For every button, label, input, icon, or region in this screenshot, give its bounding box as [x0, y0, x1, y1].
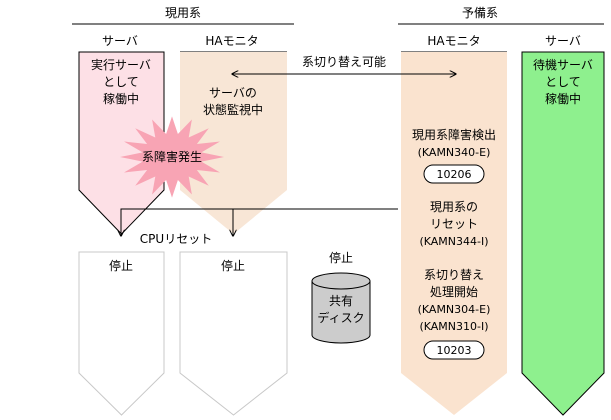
- shared-disk-icon: [311, 272, 371, 344]
- reset-line3: (KAMN344-I): [419, 235, 488, 248]
- active-ha-column: [180, 52, 287, 234]
- stopped-ha-label: 停止: [221, 258, 245, 273]
- switch-line2: 処理開始: [430, 285, 478, 299]
- failure-burst-icon: [120, 116, 224, 198]
- detect-code: 10206: [437, 168, 472, 181]
- active-server-status-line2: として: [103, 75, 139, 89]
- disk-status: 停止: [329, 250, 353, 265]
- switch-code-badge: [423, 340, 485, 360]
- standby-server-status-line2: として: [545, 75, 581, 89]
- switch-line3: (KAMN304-E): [418, 303, 491, 316]
- disk-label-line1: 共有: [329, 294, 353, 308]
- switch-code: 10203: [437, 344, 472, 357]
- failure-label: 系障害発生: [142, 149, 202, 164]
- disk-label-line2: ディスク: [317, 310, 364, 325]
- header-active-server: サーバ: [102, 34, 138, 48]
- switch-line4: (KAMN310-I): [419, 320, 488, 333]
- reset-line1: 現用系の: [430, 200, 478, 214]
- reset-line2: リセット: [430, 217, 478, 231]
- standby-server-status-line3: 稼働中: [545, 91, 581, 106]
- header-active-ha: HAモニタ: [205, 34, 258, 48]
- cpu-reset-label: CPUリセット: [140, 232, 212, 246]
- switchable-label: 系切り替え可能: [302, 55, 386, 69]
- detect-line2: (KAMN340-E): [418, 146, 491, 159]
- reset-arrow-server: [121, 208, 398, 236]
- active-server-status-line3: 稼働中: [103, 91, 139, 106]
- active-ha-status-line1: サーバの: [209, 86, 257, 100]
- active-server-status-line1: 実行サーバ: [91, 57, 151, 72]
- stopped-server-column: [78, 251, 165, 416]
- stopped-ha-column: [179, 251, 288, 416]
- header-standby-ha: HAモニタ: [427, 34, 480, 48]
- active-server-column: [78, 51, 165, 235]
- switch-line1: 系切り替え: [424, 268, 484, 282]
- group-standby-label: 予備系: [462, 5, 498, 20]
- active-ha-status-line2: 状態監視中: [203, 102, 263, 117]
- detect-code-badge: [423, 164, 485, 184]
- standby-ha-column: [401, 52, 507, 415]
- detect-line1: 現用系障害検出: [412, 127, 496, 142]
- stopped-server-label: 停止: [109, 258, 133, 273]
- standby-server-column: [521, 51, 605, 416]
- group-active-label: 現用系: [165, 6, 201, 20]
- header-standby-server: サーバ: [545, 34, 581, 48]
- standby-server-status-line1: 待機サーバ: [533, 57, 593, 72]
